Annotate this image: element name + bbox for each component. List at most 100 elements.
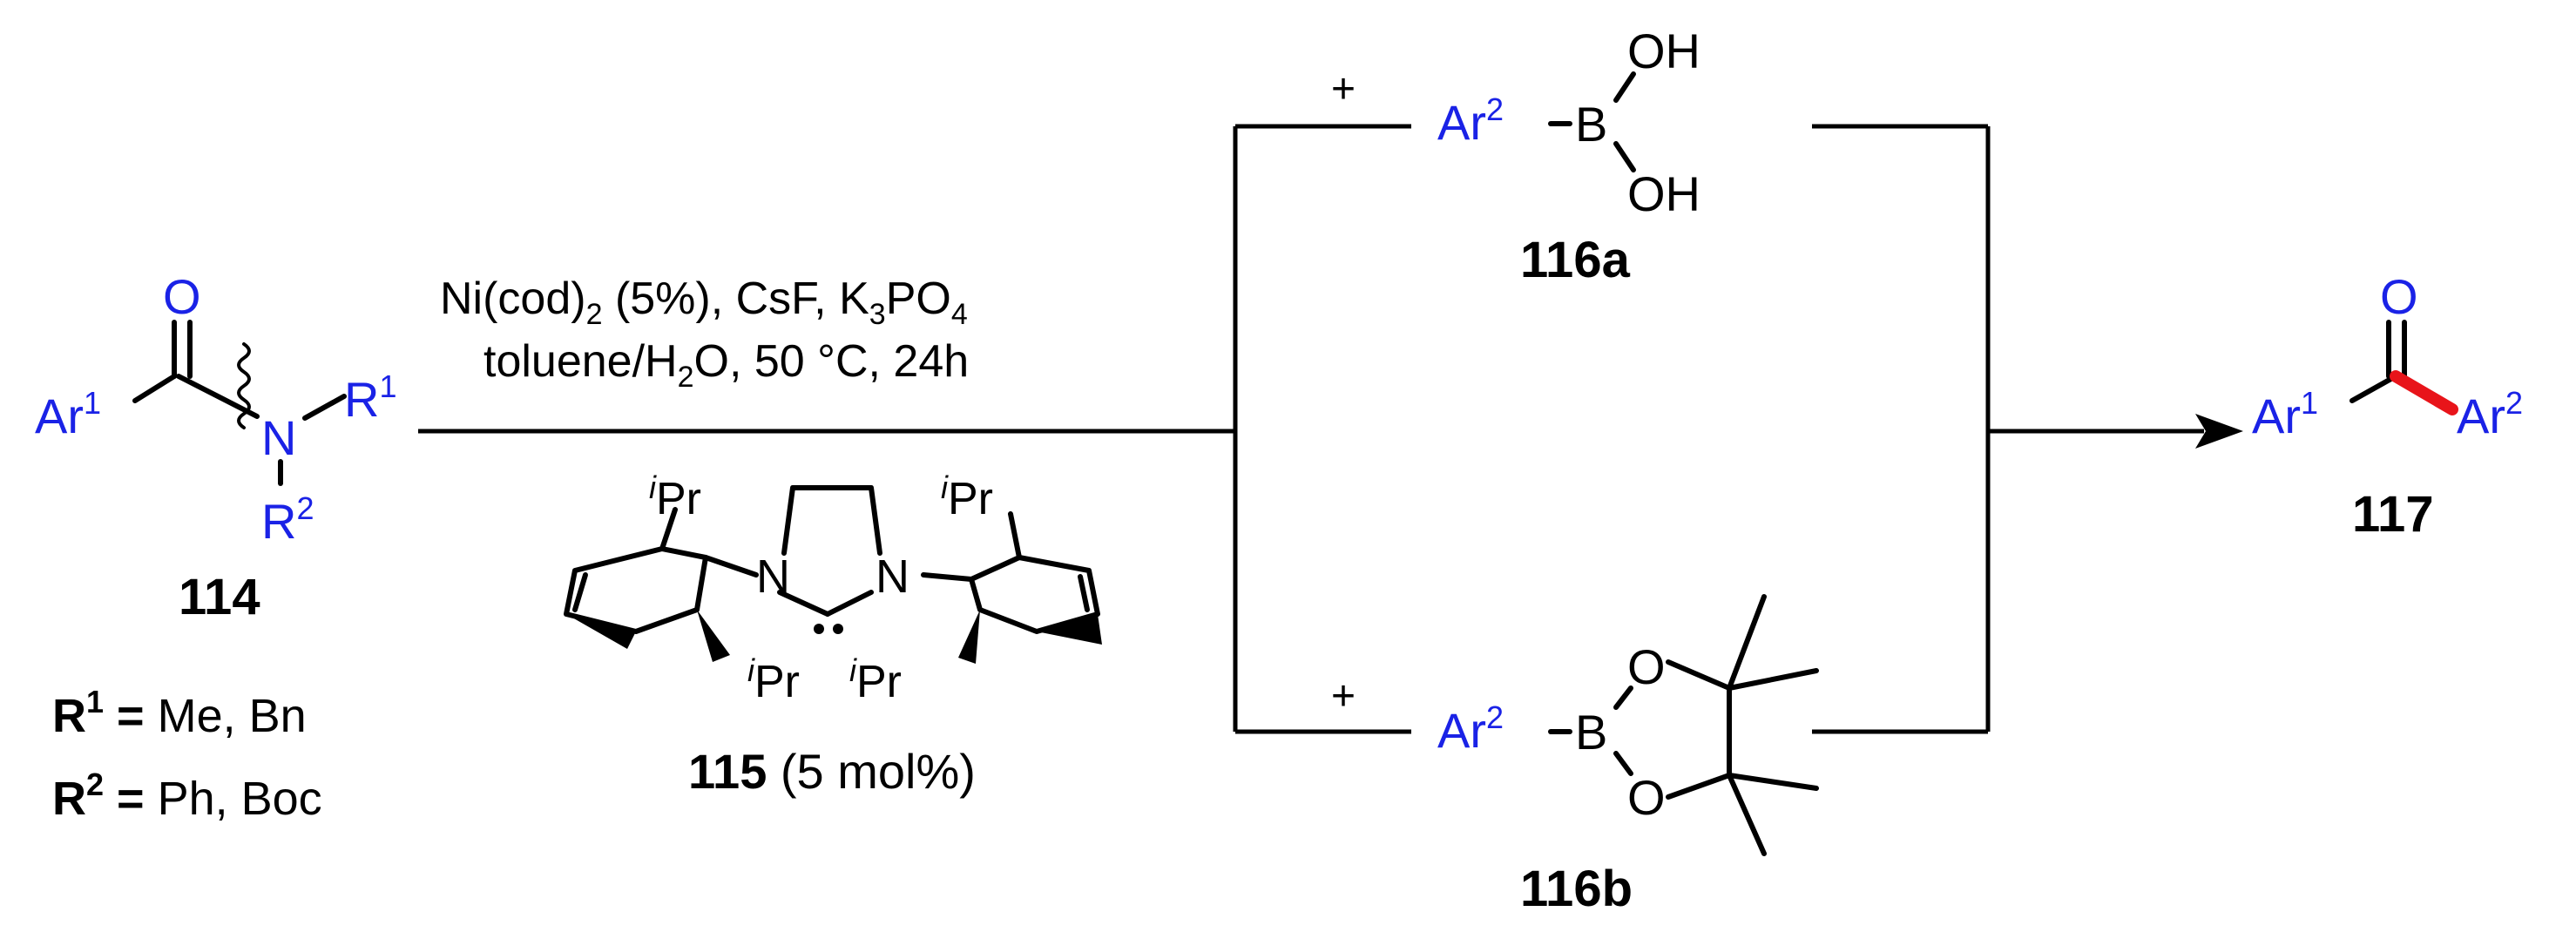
ipr-right-top-pr: Pr — [948, 474, 993, 524]
plus-116a: + — [1331, 66, 1356, 112]
sub-r1-label: R — [52, 690, 86, 742]
reactant-r2-sup: 2 — [296, 490, 314, 526]
reactant-114: O Ar1 N R1 R2 114 R1 = Me, Bn R2 = Ph, B… — [35, 269, 396, 825]
methyl-top-up — [1727, 594, 1767, 691]
bond-carbonyl-n — [176, 374, 260, 419]
ipr-left-top-pr: Pr — [656, 474, 701, 524]
plus-116b: + — [1331, 673, 1356, 719]
product-label: 117 — [2352, 486, 2434, 543]
ipr-left-bottom: iPr — [747, 652, 800, 707]
conditions-line-2: toluene/H2O, 50 °C, 24h — [483, 336, 969, 394]
cond1-b: (5%), CsF, K — [603, 274, 870, 324]
aryl-right-wedge — [1037, 614, 1102, 645]
boronic-ester-o-top: O — [1627, 639, 1666, 694]
aryl-right-ipr-wedge — [958, 610, 980, 664]
reactant-ar-sup: 1 — [84, 385, 101, 421]
boronic-ester-116b: + Ar2 B O O 116b — [1331, 594, 1819, 917]
bond-b-oh-top — [1613, 71, 1636, 103]
product-bond-ar1-co — [2350, 374, 2398, 403]
reactant-r1-sup: 1 — [379, 368, 396, 404]
ipr-left-top: iPr — [649, 469, 701, 524]
aryl-right-ipr-bond — [1008, 511, 1022, 560]
substituent-r1-line: R1 = Me, Bn — [52, 684, 307, 742]
bond-ar-carbonyl — [132, 374, 177, 403]
sub-r2-label: R — [52, 773, 86, 825]
product-oxygen: O — [2380, 269, 2418, 324]
ring-n-c-left — [777, 590, 830, 617]
boronic-acid-116a: + Ar2 B OH OH 116a — [1331, 24, 1700, 288]
bond-b-oh-bottom — [1613, 141, 1636, 172]
ipr-right-top: iPr — [941, 469, 993, 524]
sub-r2-eq: = — [104, 773, 145, 825]
n-aryl-right — [921, 572, 974, 582]
reactant-r2: R2 — [261, 490, 314, 549]
ipr-right-bottom-pr: Pr — [856, 657, 902, 707]
boronic-acid-label: 116a — [1520, 232, 1631, 288]
reactant-ar-text: Ar — [35, 388, 84, 443]
sub-r1-values: Me, Bn — [145, 690, 307, 742]
ipr-left-bottom-pr: Pr — [754, 657, 800, 707]
product-117: O Ar1 Ar2 117 — [2252, 269, 2523, 543]
reaction-lines — [418, 124, 2243, 734]
bond-o-cq-bottom — [1666, 773, 1732, 800]
ipr-right-top-i: i — [941, 469, 949, 505]
methyl-bottom-right — [1727, 773, 1819, 791]
cond1-sub2: 3 — [869, 298, 886, 331]
n-aryl-left — [703, 555, 759, 577]
cond2-sub: 2 — [678, 361, 694, 394]
product-arrowhead — [2195, 414, 2243, 449]
cond2-b: O, 50 °C, 24h — [694, 336, 970, 387]
aryl-left-inner-1 — [572, 572, 588, 612]
catalyst-115: N N iPr iPr iPr iPr 115 (5 mol%) — [564, 469, 1102, 799]
catalyst-loading: (5 mol%) — [767, 744, 976, 799]
ring-c-n-right — [825, 590, 874, 617]
product-ar1-sup: 1 — [2301, 385, 2318, 421]
reactant-r1: R1 — [344, 368, 396, 427]
substituent-r2-line: R2 = Ph, Boc — [52, 767, 322, 825]
ipr-left-top-i: i — [649, 469, 657, 505]
catalyst-n-right: N — [876, 550, 909, 603]
reactant-nitrogen: N — [261, 410, 296, 465]
boronic-ester-boron: B — [1575, 705, 1607, 760]
product-ar1-text: Ar — [2252, 388, 2301, 443]
reaction-conditions: Ni(cod)2 (5%), CsF, K3PO4 toluene/H2O, 5… — [440, 274, 969, 394]
cond1-sub: 2 — [586, 298, 603, 331]
product-ar1: Ar1 — [2252, 385, 2318, 443]
bond-b-o-top — [1613, 685, 1633, 710]
reactant-r1-text: R — [344, 372, 379, 427]
methyl-bottom-down — [1727, 773, 1767, 856]
reactant-ar1: Ar1 — [35, 385, 101, 443]
carbene-lone-pair-2 — [833, 624, 843, 634]
boronic-acid-boron: B — [1575, 97, 1607, 152]
aryl-right-inner-1 — [1078, 574, 1090, 612]
bond-o-cq-top — [1666, 659, 1732, 691]
boronic-acid-oh-bottom: OH — [1627, 166, 1700, 221]
catalyst-n-left: N — [756, 550, 790, 603]
catalyst-caption: 115 (5 mol%) — [688, 744, 976, 799]
cond2-a: toluene/H — [483, 336, 678, 387]
ipr-left-bottom-i: i — [747, 652, 755, 688]
boronic-ester-o-bottom: O — [1627, 770, 1666, 825]
boronic-acid-ar2: Ar2 — [1437, 91, 1504, 150]
cond1-a: Ni(cod) — [440, 274, 586, 324]
boronic-ester-ar-text: Ar — [1437, 703, 1486, 758]
reactant-r2-text: R — [261, 494, 296, 549]
boronic-ester-label: 116b — [1520, 861, 1633, 917]
sub-r2-sup: 2 — [86, 767, 104, 802]
product-ar2: Ar2 — [2457, 385, 2523, 443]
conditions-line-1: Ni(cod)2 (5%), CsF, K3PO4 — [440, 274, 968, 331]
boronic-ester-ar-sup: 2 — [1486, 699, 1504, 735]
boronic-acid-ar-text: Ar — [1437, 95, 1486, 150]
aryl-left-wedge — [566, 614, 636, 649]
boronic-acid-oh-top: OH — [1627, 24, 1700, 78]
carbene-lone-pair-1 — [814, 624, 824, 634]
sub-r1-eq: = — [104, 690, 145, 742]
reactant-oxygen: O — [163, 269, 201, 324]
sub-r2-values: Ph, Boc — [145, 773, 322, 825]
bond-b-o-bottom — [1613, 751, 1633, 776]
cond1-c: PO — [886, 274, 951, 324]
aryl-left-ipr-bond — [659, 507, 678, 551]
boronic-acid-ar-sup: 2 — [1486, 91, 1504, 127]
ipr-right-bottom-i: i — [849, 652, 857, 688]
